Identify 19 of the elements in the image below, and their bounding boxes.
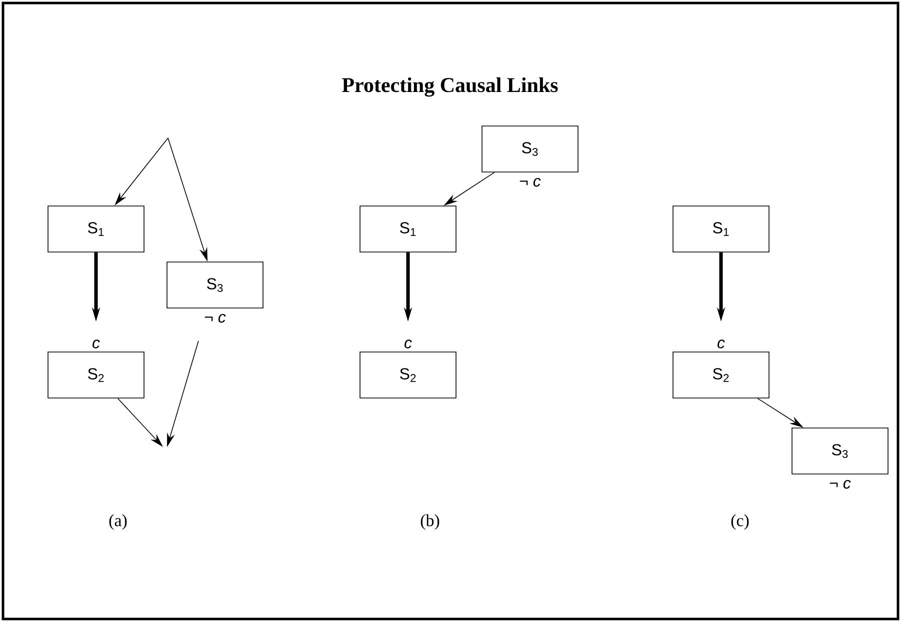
process-box: S$_{3}$ — [792, 428, 888, 474]
panel-caption: (b) — [420, 514, 440, 530]
panel-caption: (c) — [731, 514, 749, 530]
process-box: S$_{2}$ — [48, 352, 144, 398]
panel-caption: (a) — [109, 514, 127, 530]
condition-label: ¬ c — [830, 480, 851, 489]
process-box: S$_{1}$ — [360, 206, 456, 252]
process-box: S$_{3}$ — [482, 126, 578, 172]
process-box: S$_{2}$ — [360, 352, 456, 398]
edge-label: c — [404, 340, 412, 348]
edge-label: c — [92, 340, 100, 348]
process-box: S$_{2}$ — [672, 352, 770, 398]
process-box: S$_{1}$ — [672, 206, 770, 252]
process-box: S$_{3}$ — [166, 262, 264, 308]
condition-label: ¬ c — [520, 178, 541, 187]
edge-label: c — [718, 340, 725, 348]
title: Protecting Causal Links — [342, 77, 558, 97]
condition-label: ¬ c — [204, 314, 226, 323]
process-box: S$_{1}$ — [48, 206, 144, 252]
